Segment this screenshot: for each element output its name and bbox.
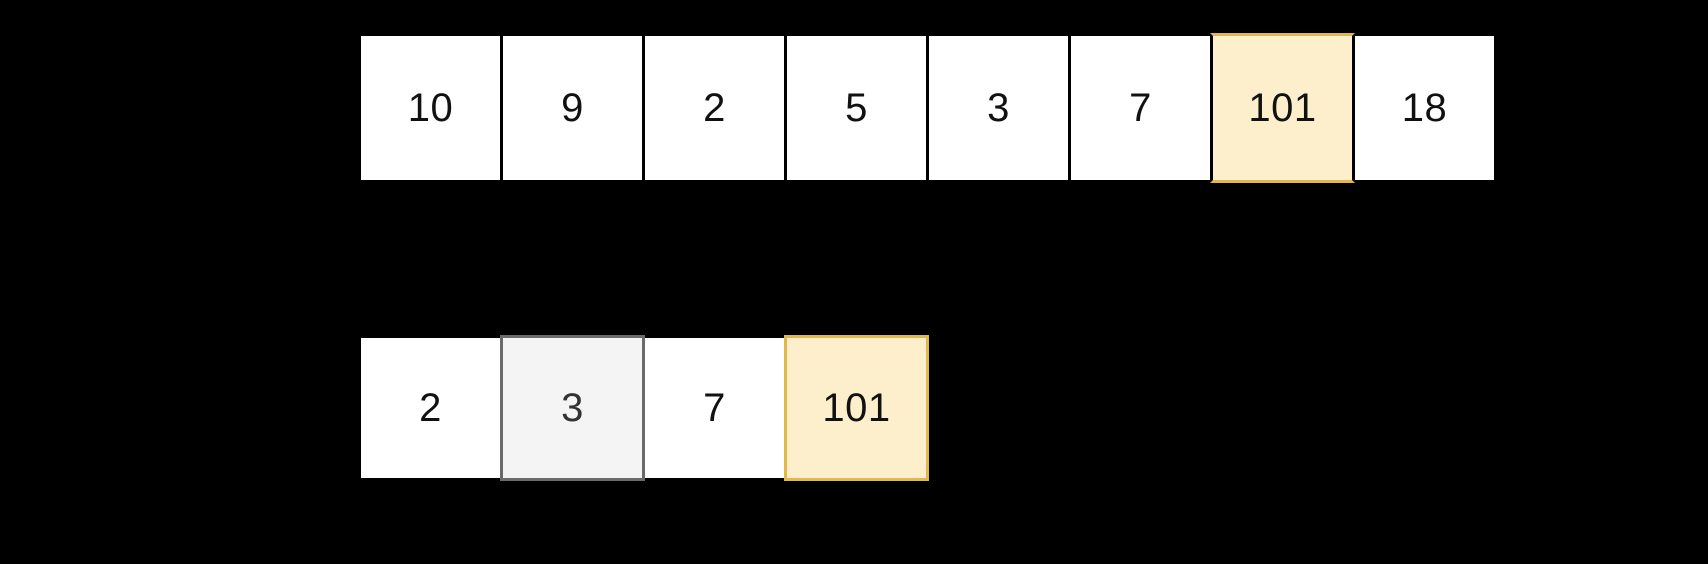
array-cell-value: 2	[419, 386, 442, 430]
array-cell-value: 9	[561, 86, 584, 130]
array-cell-value: 7	[1129, 86, 1152, 130]
array-cell[interactable]: 7	[642, 335, 787, 481]
array-cell[interactable]: 2	[642, 33, 787, 183]
array-cell[interactable]: 3	[926, 33, 1071, 183]
array-cell-value: 18	[1401, 86, 1448, 130]
array-cell[interactable]: 7	[1068, 33, 1213, 183]
array-cell[interactable]: 101	[1210, 33, 1355, 183]
array-cell[interactable]: 5	[784, 33, 929, 183]
array-row-result: 2 3 7 101	[358, 335, 929, 481]
array-cell-value: 10	[407, 86, 454, 130]
array-cell[interactable]: 101	[784, 335, 929, 481]
array-cell-value: 5	[845, 86, 868, 130]
array-row-original: 10 9 2 5 3 7 101 18	[358, 33, 1497, 183]
array-cell-value: 3	[987, 86, 1010, 130]
array-cell[interactable]: 3	[500, 335, 645, 481]
array-cell[interactable]: 2	[358, 335, 503, 481]
array-cell-value: 2	[703, 86, 726, 130]
array-cell[interactable]: 18	[1352, 33, 1497, 183]
array-cell-value: 101	[1248, 86, 1317, 130]
array-cell-value: 101	[822, 386, 891, 430]
array-cell-value: 3	[561, 386, 584, 430]
array-cell[interactable]: 10	[358, 33, 503, 183]
array-cell[interactable]: 9	[500, 33, 645, 183]
array-cell-value: 7	[703, 386, 726, 430]
